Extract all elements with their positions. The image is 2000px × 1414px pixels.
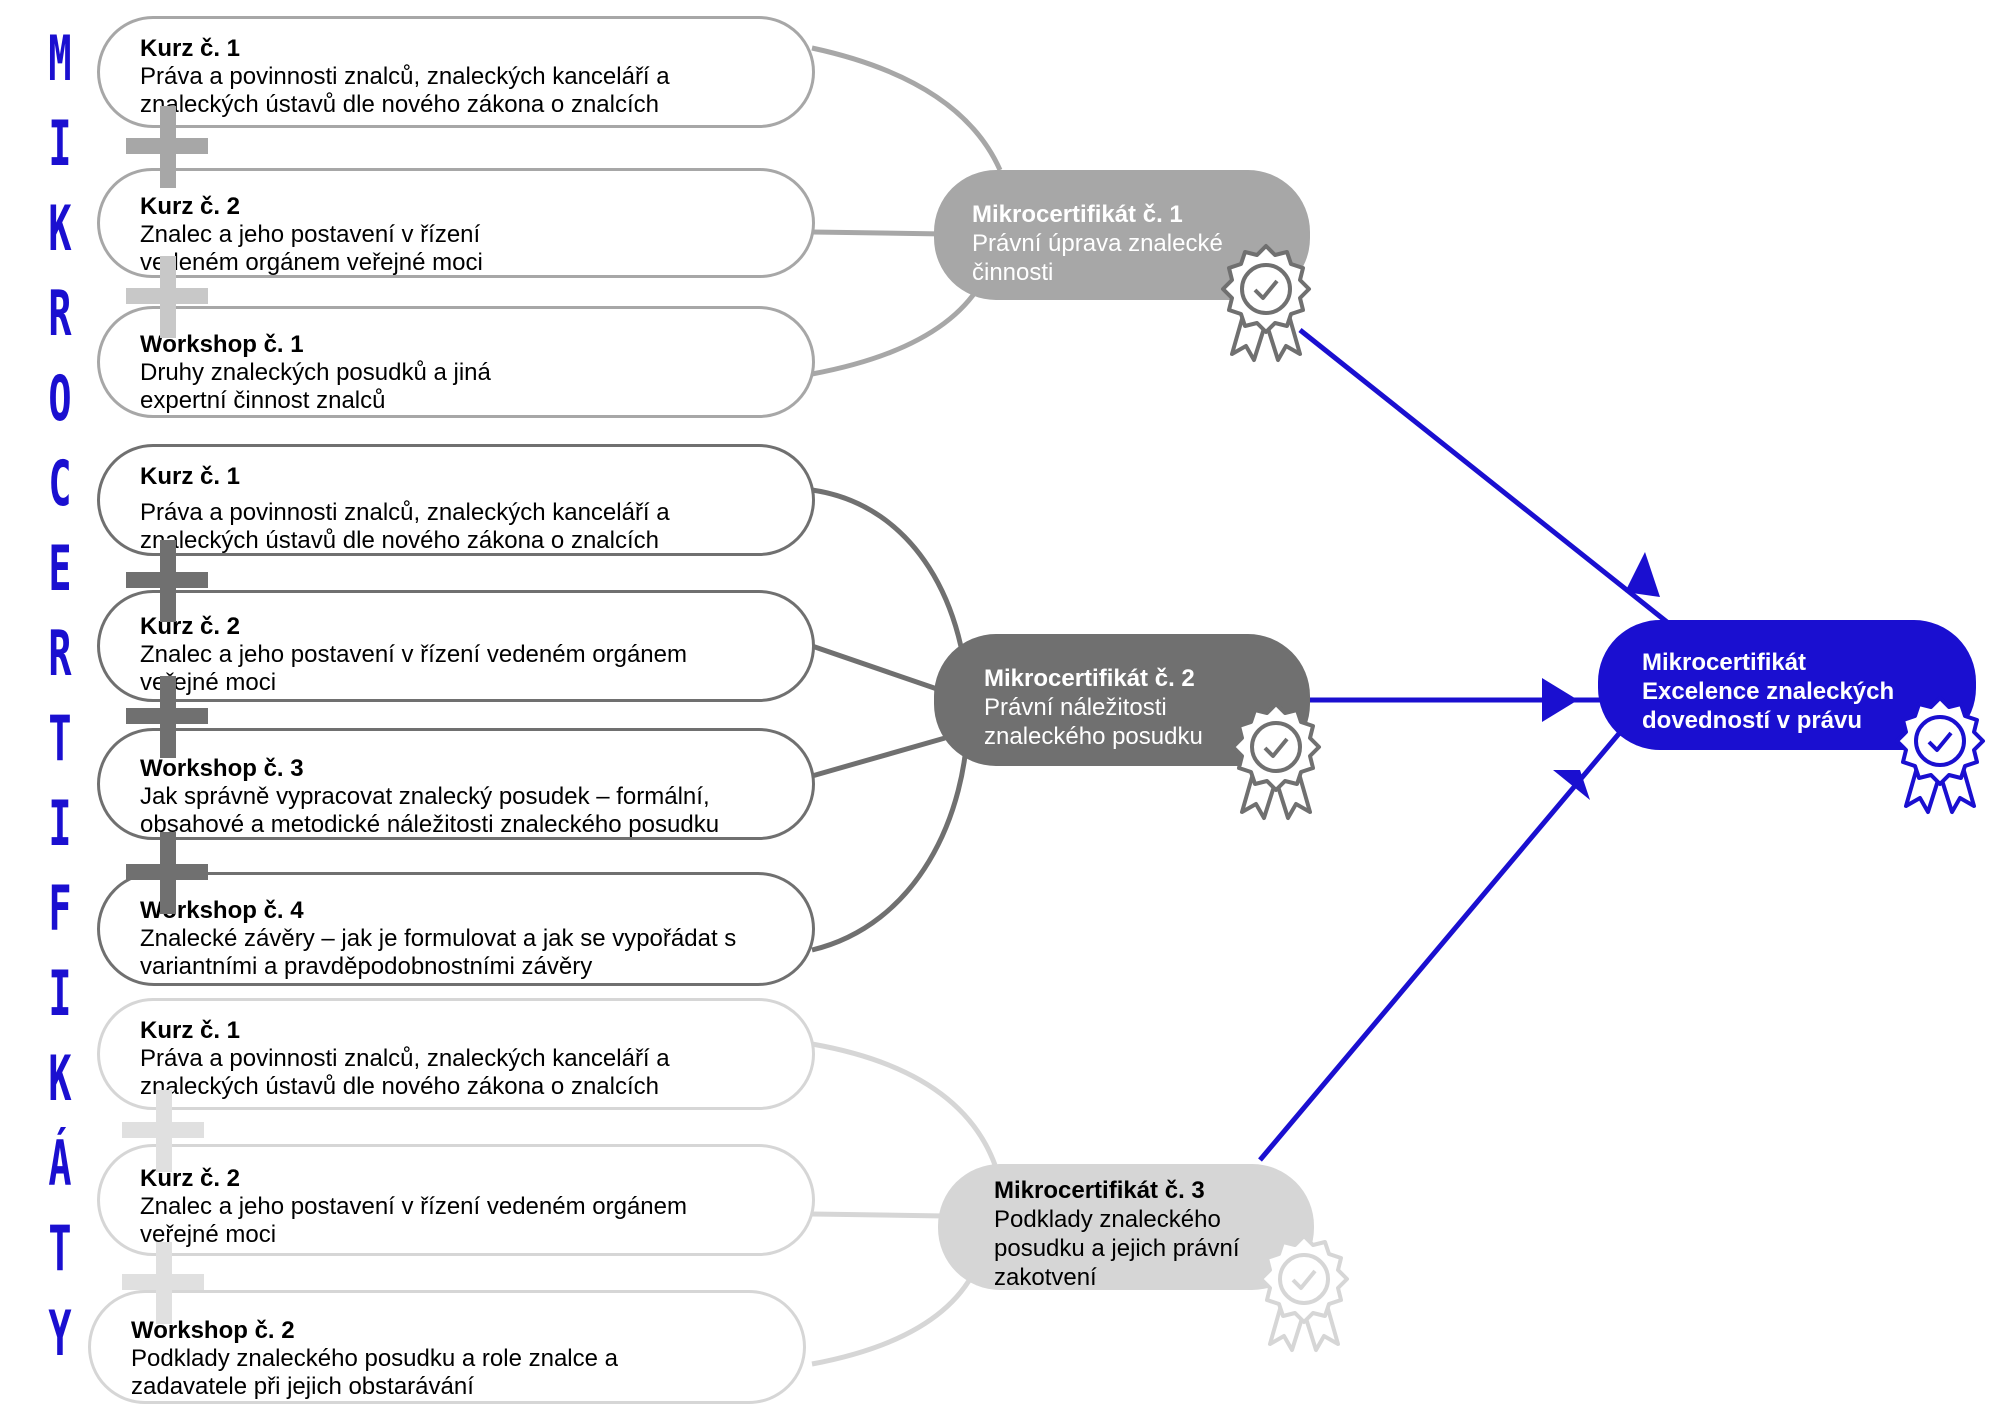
vertical-title-letter: Á (48, 1127, 72, 1200)
group3-item-1: Kurz č. 1 Práva a povinnosti znalců, zna… (97, 998, 815, 1110)
group1-item-3: Workshop č. 1 Druhy znaleckých posudků a… (97, 306, 815, 418)
item-desc: Práva a povinnosti znalců, znaleckých ka… (140, 499, 670, 554)
final-certificate-title: Mikrocertifikát (1642, 649, 1807, 676)
connector-g1-2 (811, 229, 946, 237)
certificate-title: Mikrocertifikát č. 3 (994, 1177, 1205, 1204)
vertical-title-letter: E (48, 532, 72, 605)
group3-item-3: Workshop č. 2 Podklady znaleckého posudk… (88, 1290, 806, 1404)
item-title: Kurz č. 2 (140, 193, 241, 220)
arrowhead-3 (1553, 770, 1590, 800)
connector-g1-1 (811, 45, 1003, 172)
item-title: Kurz č. 1 (140, 35, 241, 62)
rosette-check-badge-icon (1231, 702, 1321, 820)
connector-g2-3 (811, 735, 946, 779)
item-title: Kurz č. 1 (140, 463, 241, 490)
plus-icon (126, 106, 208, 188)
arrowhead-1 (1625, 552, 1660, 597)
vertical-title-letter: T (48, 702, 72, 775)
connector-g2-2 (811, 643, 941, 693)
plus-icon (126, 256, 208, 338)
vertical-title-letter: Y (48, 1297, 72, 1370)
item-desc: Znalec a jeho postavení v řízení vedeném… (140, 1193, 687, 1248)
item-desc: Podklady znaleckého posudku a role znalc… (131, 1345, 618, 1400)
plus-icon (122, 1242, 204, 1324)
item-desc: Druhy znaleckých posudků a jiná expertní… (140, 359, 491, 414)
vertical-title-letter: K (48, 1042, 72, 1115)
item-desc: Znalec a jeho postavení v řízení vedeném… (140, 221, 483, 276)
arrow-line-1 (1298, 328, 1674, 628)
rosette-check-badge-icon (1259, 1234, 1349, 1352)
vertical-title-letter: O (48, 362, 72, 435)
vertical-title-letter: I (48, 787, 72, 860)
item-desc: Znalecké závěry – jak je formulovat a ja… (140, 925, 737, 980)
group2-item-2: Kurz č. 2 Znalec a jeho postavení v říze… (97, 590, 815, 702)
connector-g1-3 (811, 283, 983, 377)
vertical-title-letter: M (48, 22, 72, 95)
connector-g3-3 (811, 1268, 978, 1367)
item-title: Kurz č. 1 (140, 1017, 241, 1044)
vertical-title-letter: R (48, 617, 72, 690)
plus-icon (126, 832, 208, 914)
group2-item-1: Kurz č. 1 Práva a povinnosti znalců, zna… (97, 444, 815, 556)
vertical-title-letter: I (48, 107, 72, 180)
connector-g3-1 (811, 1041, 998, 1166)
item-title: Workshop č. 4 (140, 897, 304, 924)
certificate-title: Mikrocertifikát č. 2 (984, 665, 1195, 692)
item-desc: Znalec a jeho postavení v řízení vedeném… (140, 641, 687, 696)
group3-item-2: Kurz č. 2 Znalec a jeho postavení v říze… (97, 1144, 815, 1256)
group2-item-3: Workshop č. 3 Jak správně vypracovat zna… (97, 728, 815, 840)
rosette-check-badge-icon (1895, 696, 1985, 814)
arrow-line-3 (1258, 728, 1624, 1162)
arrowhead-2 (1542, 678, 1578, 722)
plus-icon (126, 676, 208, 758)
certificate-2: Mikrocertifikát č. 2 Právní náležitosti … (934, 634, 1310, 766)
group1-item-2: Kurz č. 2 Znalec a jeho postavení v říze… (97, 168, 815, 278)
final-certificate-desc: Excelence znaleckých dovedností v právu (1642, 678, 1895, 734)
vertical-title-letter: K (48, 192, 72, 265)
vertical-title-letter: I (48, 957, 72, 1030)
vertical-title-letter: F (48, 872, 72, 945)
item-title: Workshop č. 2 (131, 1317, 295, 1344)
group1-item-1: Kurz č. 1 Práva a povinnosti znalců, zna… (97, 16, 815, 128)
item-title: Kurz č. 2 (140, 613, 241, 640)
item-desc: Jak správně vypracovat znalecký posudek … (140, 783, 720, 838)
item-title: Kurz č. 2 (140, 1165, 241, 1192)
item-title: Workshop č. 1 (140, 331, 304, 358)
certificate-3: Mikrocertifikát č. 3 Podklady znaleckého… (938, 1164, 1314, 1291)
rosette-check-badge-icon (1221, 244, 1311, 362)
item-title: Workshop č. 3 (140, 755, 304, 782)
plus-icon (126, 540, 208, 622)
certificate-title: Mikrocertifikát č. 1 (972, 201, 1183, 228)
vertical-title-letter: C (48, 447, 72, 520)
vertical-title-letter: T (48, 1212, 72, 1285)
item-desc: Práva a povinnosti znalců, znaleckých ka… (140, 1045, 670, 1100)
vertical-title-letter: R (48, 277, 72, 350)
connector-g3-2 (811, 1211, 946, 1219)
plus-icon (122, 1090, 204, 1172)
certificate-desc: Podklady znaleckého posudku a jejich prá… (994, 1206, 1240, 1291)
certificate-desc: Právní náležitosti znaleckého posudku (984, 694, 1203, 750)
group2-item-4: Workshop č. 4 Znalecké závěry – jak je f… (97, 872, 815, 986)
item-desc: Práva a povinnosti znalců, znaleckých ka… (140, 63, 670, 118)
certificate-desc: Právní úprava znalecké činnosti (972, 230, 1223, 286)
